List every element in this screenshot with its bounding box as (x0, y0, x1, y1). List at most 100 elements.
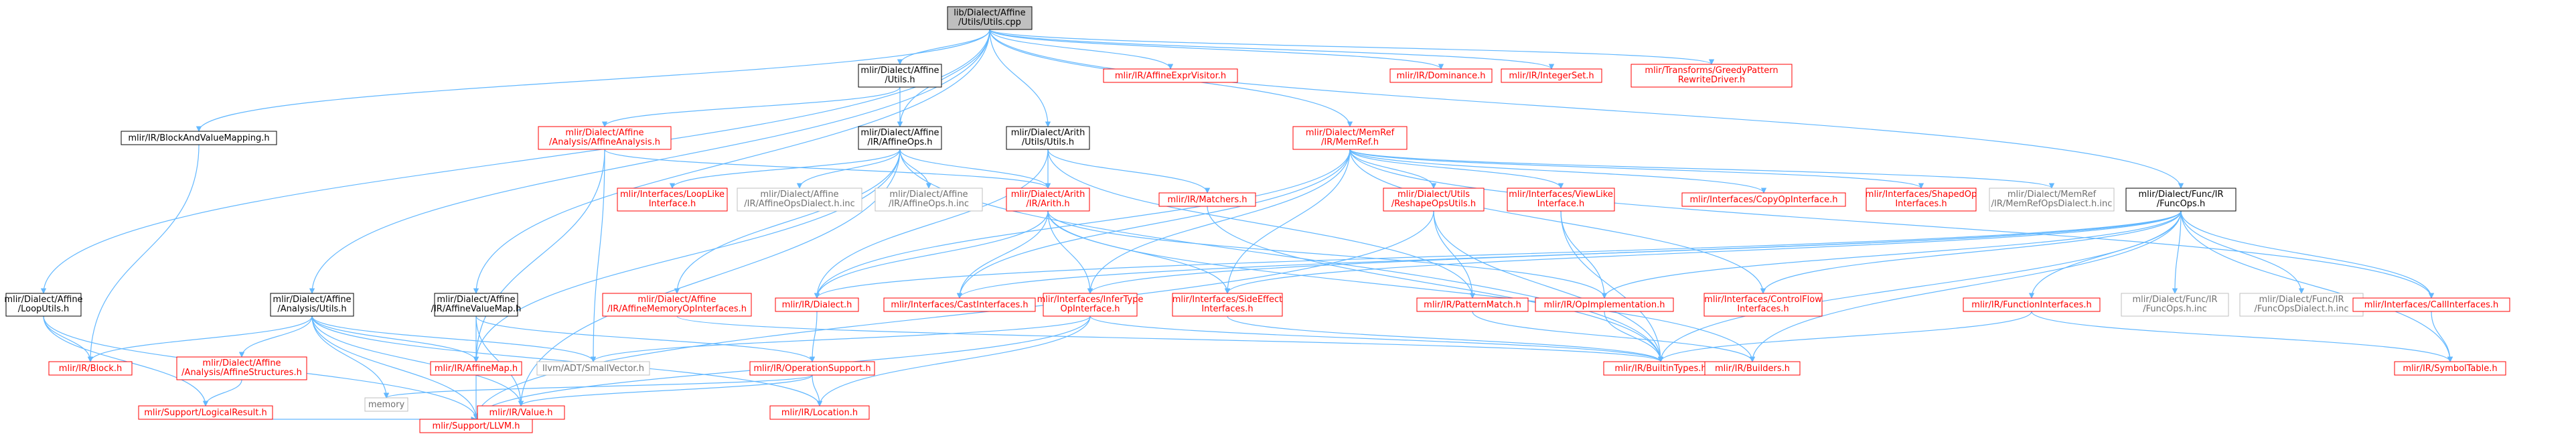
node-reshapeopsutils[interactable]: mlir/Dialect/Utils/ReshapeOpsUtils.h (1383, 188, 1485, 212)
node-opimplementation[interactable]: mlir/IR/OpImplementation.h (1535, 297, 1674, 312)
node-affineexprvisitor[interactable]: mlir/IR/AffineExprVisitor.h (1103, 68, 1238, 83)
node-affineopsdialect_inc: mlir/Dialect/Affine/IR/AffineOpsDialect.… (737, 188, 862, 212)
node-copyopinterface[interactable]: mlir/Interfaces/CopyOpInterface.h (1681, 192, 1846, 207)
node-label: mlir/Interfaces/CopyOpInterface.h (1690, 195, 1838, 205)
node-affinestructures[interactable]: mlir/Dialect/Affine/Analysis/AffineStruc… (176, 356, 307, 380)
node-symboltable[interactable]: mlir/IR/SymbolTable.h (2394, 361, 2506, 376)
edge-callinterfaces-to-symboltable (2431, 311, 2453, 362)
node-operationsupport[interactable]: mlir/IR/OperationSupport.h (749, 361, 875, 376)
node-box (1292, 126, 1408, 150)
node-label: mlir/Dialect/Affine (202, 358, 281, 368)
node-builders[interactable]: mlir/IR/Builders.h (1704, 361, 1801, 376)
edge-affine_analysis_utils-to-location (311, 315, 823, 407)
node-label: mlir/Dialect/Affine (889, 190, 968, 200)
node-affinememoryop[interactable]: mlir/Dialect/Affine/IR/AffineMemoryOpInt… (602, 293, 752, 317)
node-logicalresult[interactable]: mlir/Support/LogicalResult.h (138, 405, 273, 420)
edge-affine_affineops-to-affineops_h_inc (899, 149, 932, 189)
edge-utils_cpp-to-blockandvaluemapping (196, 29, 990, 132)
edge-affine_looputils-to-block_h (43, 315, 94, 362)
node-box (1006, 188, 1090, 212)
edge-arith_utils-to-patternmatch (1047, 149, 1476, 299)
node-dominance[interactable]: mlir/IR/Dominance.h (1389, 68, 1493, 83)
node-arith_arith[interactable]: mlir/Dialect/Arith/IR/Arith.h (1006, 188, 1090, 212)
edge-func_funcops-to-builders (1749, 210, 2182, 362)
node-func_funcops[interactable]: mlir/Dialect/Func/IR/FuncOps.h (2125, 188, 2237, 212)
node-affine_affineops[interactable]: mlir/Dialect/Affine/IR/AffineOps.h (858, 126, 942, 150)
node-callinterfaces[interactable]: mlir/Interfaces/CallInterfaces.h (2352, 297, 2510, 312)
node-box (48, 361, 133, 376)
edge-affine_affineanalysis-to-arith_arith (604, 149, 1051, 189)
node-label: /IR/MemRef.h (1321, 137, 1379, 147)
node-affine_utils_h[interactable]: mlir/Dialect/Affine/Utils.h (858, 64, 942, 88)
edge-memref_memref-to-reshapeopsutils (1349, 149, 1437, 189)
node-location[interactable]: mlir/IR/Location.h (769, 405, 870, 420)
node-box (2239, 293, 2364, 317)
edge-affine_analysis_utils-to-affinestructures (238, 315, 313, 358)
node-blockandvaluemapping[interactable]: mlir/IR/BlockAndValueMapping.h (121, 131, 277, 145)
node-label: Interfaces.h (1737, 304, 1789, 314)
node-box (1501, 68, 1602, 83)
edge-infertype-to-builtintypes (1089, 315, 1664, 362)
node-label: mlir/IR/IntegerSet.h (1509, 71, 1594, 81)
edge-arith_arith-to-opimplementation (1047, 210, 1608, 299)
node-box (536, 361, 650, 376)
node-block_h[interactable]: mlir/IR/Block.h (48, 361, 133, 376)
edge-infertype-to-smallvector (590, 315, 1091, 362)
edge-affine_affineanalysis-to-smallvector (590, 149, 605, 362)
node-label: mlir/Dialect/Affine (437, 295, 515, 305)
node-box (538, 126, 672, 150)
node-affine_looputils[interactable]: mlir/Dialect/Affine/LoopUtils.h (4, 293, 83, 317)
node-box (2121, 293, 2229, 317)
node-arith_utils[interactable]: mlir/Dialect/Arith/Utils/Utils.h (1006, 126, 1090, 150)
dependency-edges (40, 29, 2453, 423)
edge-memref_memref-to-infertype (1087, 149, 1351, 294)
node-memref_memref[interactable]: mlir/Dialect/MemRef/IR/MemRef.h (1292, 126, 1408, 150)
node-box (2352, 297, 2510, 312)
node-dialect_h[interactable]: mlir/IR/Dialect.h (775, 297, 859, 312)
node-label: mlir/Transforms/GreedyPattern (1645, 66, 1778, 76)
node-label: mlir/Interfaces/LoopLike (620, 190, 725, 200)
node-llvm_h[interactable]: mlir/Support/LLVM.h (419, 419, 533, 433)
node-box (1681, 192, 1846, 207)
node-greedypattern[interactable]: mlir/Transforms/GreedyPatternRewriteDriv… (1631, 64, 1793, 88)
node-box (1103, 68, 1238, 83)
edge-operationsupport-to-location (812, 374, 823, 407)
node-affine_analysis_utils[interactable]: mlir/Dialect/Affine/Analysis/Utils.h (270, 293, 354, 317)
node-castinterfaces[interactable]: mlir/Interfaces/CastInterfaces.h (883, 297, 1036, 312)
node-affinemap[interactable]: mlir/IR/AffineMap.h (430, 361, 522, 376)
node-value_h[interactable]: mlir/IR/Value.h (477, 405, 565, 420)
node-label: mlir/Interfaces/InferType (1037, 295, 1144, 305)
node-patternmatch[interactable]: mlir/IR/PatternMatch.h (1416, 297, 1529, 312)
node-matchers[interactable]: mlir/IR/Matchers.h (1158, 192, 1256, 207)
edge-functioninterfaces-to-builtintypes (1657, 311, 2032, 362)
node-label: mlir/IR/SymbolTable.h (2403, 364, 2497, 374)
node-label: mlir/IR/Dialect.h (782, 300, 852, 310)
node-label: mlir/Interfaces/ShapedOp (1866, 190, 1977, 200)
node-label: mlir/Dialect/Affine (860, 128, 939, 138)
node-affinevaluemap[interactable]: mlir/Dialect/Affine/IR/AffineValueMap.h (431, 293, 522, 317)
node-builtintypes[interactable]: mlir/IR/BuiltinTypes.h (1603, 361, 1718, 376)
node-integerset[interactable]: mlir/IR/IntegerSet.h (1501, 68, 1602, 83)
node-utils_cpp[interactable]: lib/Dialect/Affine/Utils/Utils.cpp (947, 6, 1033, 30)
node-box (1158, 192, 1256, 207)
node-box (875, 188, 983, 212)
node-box (1172, 293, 1283, 317)
node-box (1631, 64, 1793, 88)
node-label: mlir/Support/LogicalResult.h (144, 408, 267, 418)
node-affine_affineanalysis[interactable]: mlir/Dialect/Affine/Analysis/AffineAnaly… (538, 126, 672, 150)
node-funcops_h_inc: mlir/Dialect/Func/IR/FuncOps.h.inc (2121, 293, 2229, 317)
node-label: Interfaces.h (1201, 304, 1253, 314)
node-functioninterfaces[interactable]: mlir/IR/FunctionInterfaces.h (1963, 297, 2101, 312)
edge-memref_memref-to-copyopinterface (1349, 149, 1767, 194)
node-label: mlir/IR/OpImplementation.h (1544, 300, 1665, 310)
edge-func_funcops-to-infertype (1087, 210, 2182, 294)
edge-affine_analysis_utils-to-memory (311, 315, 390, 399)
edge-operationsupport-to-memory (384, 374, 813, 399)
